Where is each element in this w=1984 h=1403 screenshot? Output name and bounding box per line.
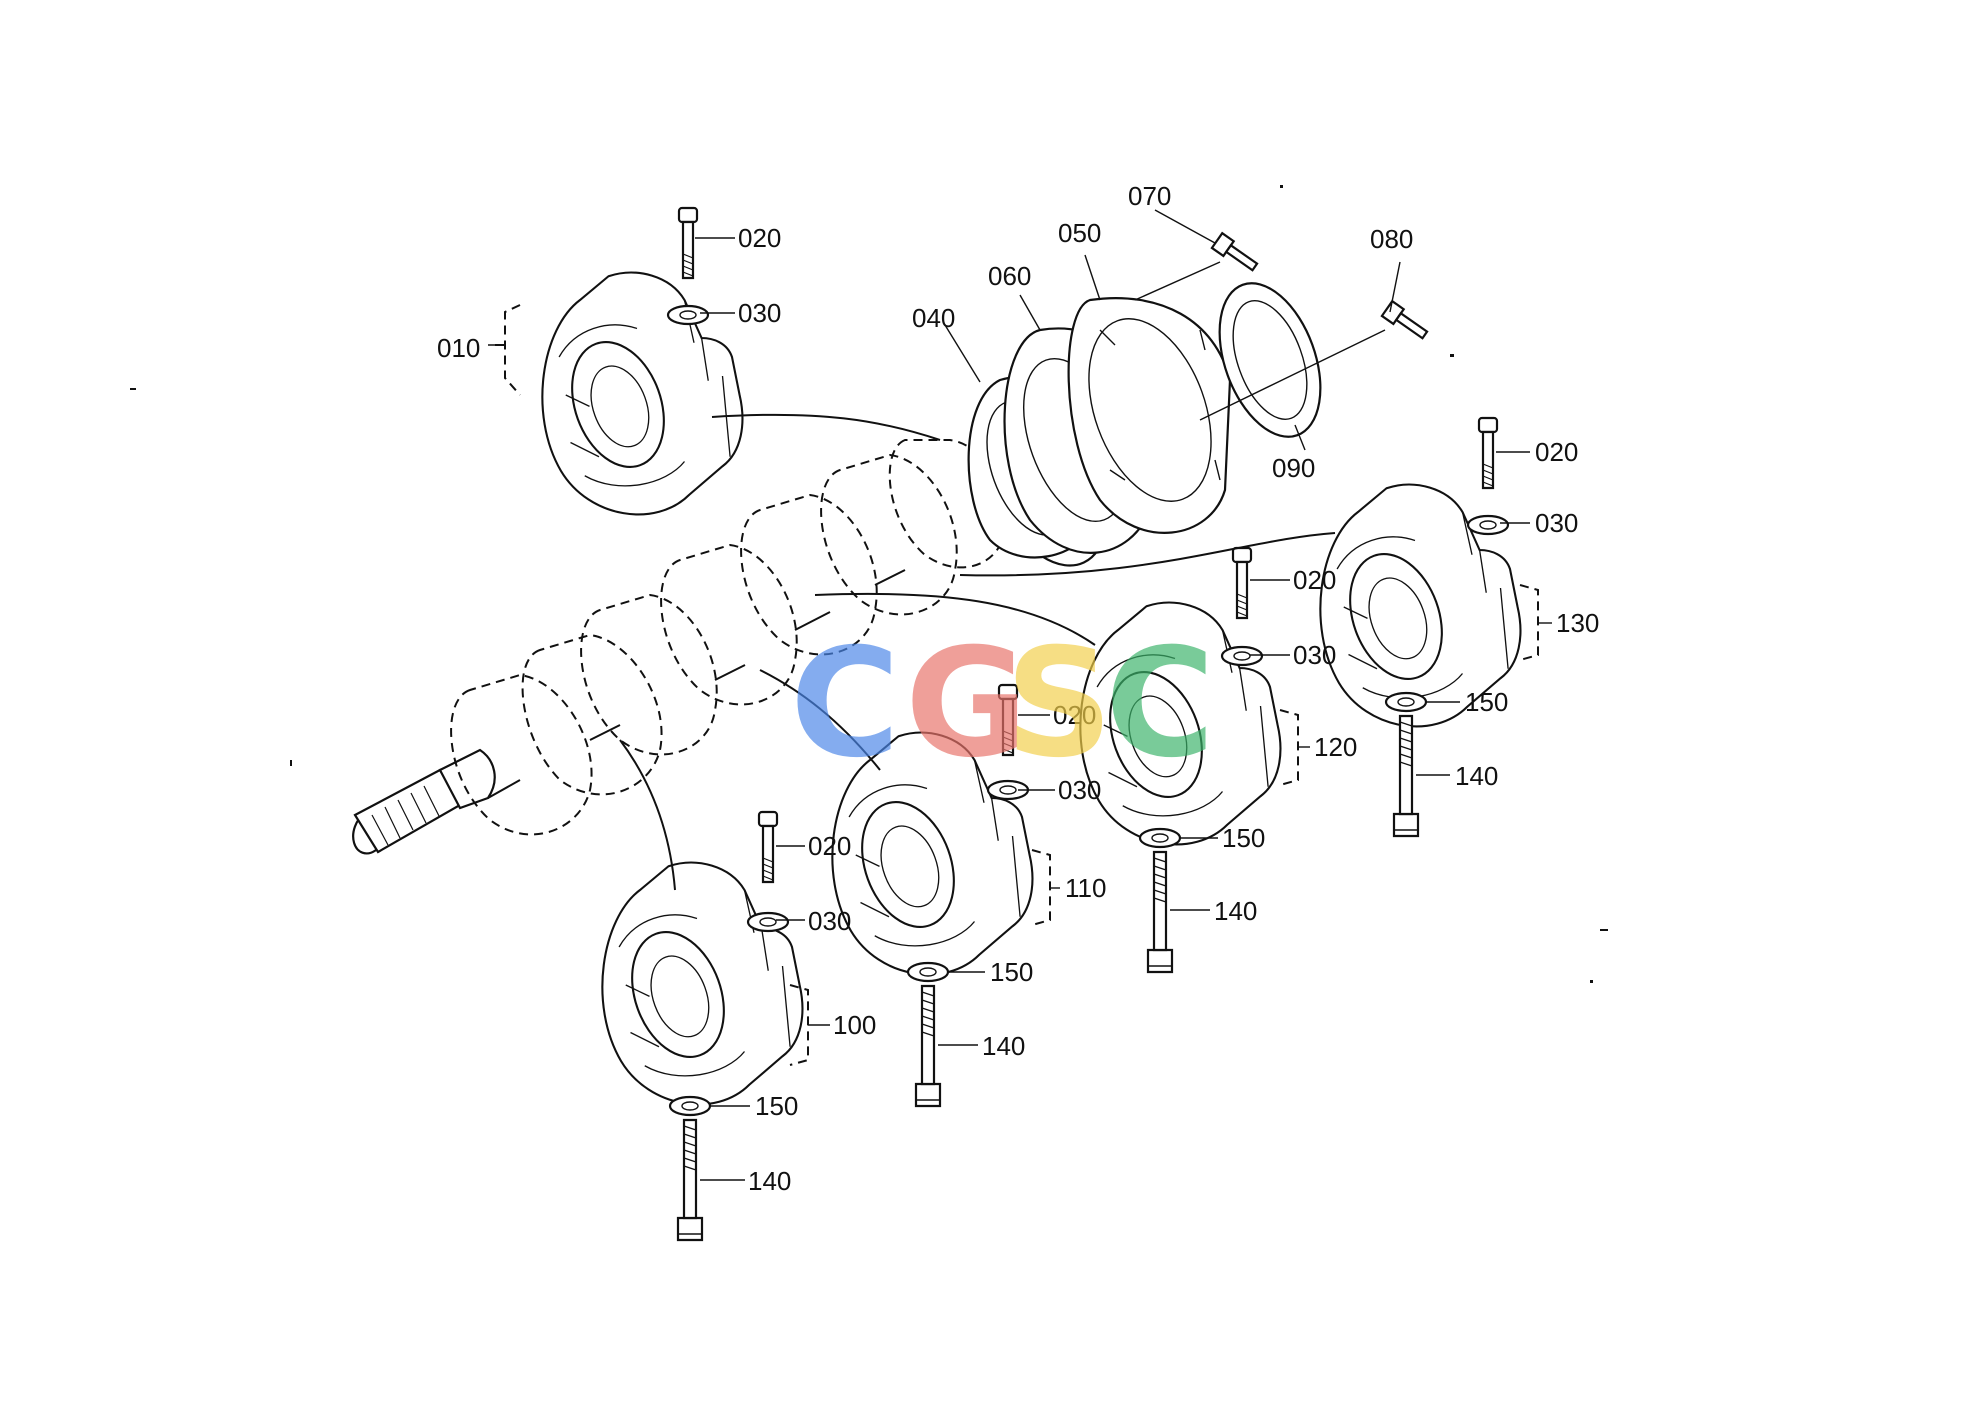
callout-140-e: 140 — [748, 1166, 791, 1196]
callout-150-b: 150 — [1465, 687, 1508, 717]
callout-150-c: 150 — [1222, 823, 1265, 853]
callout-020: 020 — [738, 223, 781, 253]
callout-050: 050 — [1058, 218, 1101, 248]
callout-010: 010 — [437, 333, 480, 363]
callout-030-b: 030 — [1535, 508, 1578, 538]
callout-030-d: 030 — [1058, 775, 1101, 805]
callout-labels: 010 020 030 040 060 050 070 080 090 020 … — [437, 181, 1599, 1196]
callout-150-e: 150 — [755, 1091, 798, 1121]
watermark-letter-2: G — [905, 617, 1028, 791]
callout-140-d: 140 — [982, 1031, 1025, 1061]
callout-060: 060 — [988, 261, 1031, 291]
callout-070: 070 — [1128, 181, 1171, 211]
callout-080: 080 — [1370, 224, 1413, 254]
callout-040: 040 — [912, 303, 955, 333]
callout-020-e: 020 — [808, 831, 851, 861]
rear-oil-seal-case — [967, 231, 1429, 559]
watermark-logo: C G S C — [790, 617, 1215, 791]
watermark-letter-4: C — [1105, 617, 1215, 791]
callout-140-c: 140 — [1214, 896, 1257, 926]
callout-100: 100 — [833, 1010, 876, 1040]
callout-020-c: 020 — [1293, 565, 1336, 595]
callout-130: 130 — [1556, 608, 1599, 638]
callout-120: 120 — [1314, 732, 1357, 762]
watermark-letter-3: S — [1005, 617, 1113, 791]
callout-030-e: 030 — [808, 906, 851, 936]
callout-020-d: 020 — [1053, 700, 1096, 730]
callout-030-c: 030 — [1293, 640, 1336, 670]
callout-110: 110 — [1065, 873, 1106, 903]
callout-030: 030 — [738, 298, 781, 328]
callout-150-d: 150 — [990, 957, 1033, 987]
assembly-lines — [619, 413, 1336, 891]
watermark-letter-1: C — [790, 617, 900, 791]
leader-lines — [488, 209, 1552, 1181]
callout-140-b: 140 — [1455, 761, 1498, 791]
scan-specks — [130, 185, 1608, 983]
bearing-housing-010 — [541, 206, 744, 516]
callout-020-b: 020 — [1535, 437, 1578, 467]
callout-090: 090 — [1272, 453, 1315, 483]
